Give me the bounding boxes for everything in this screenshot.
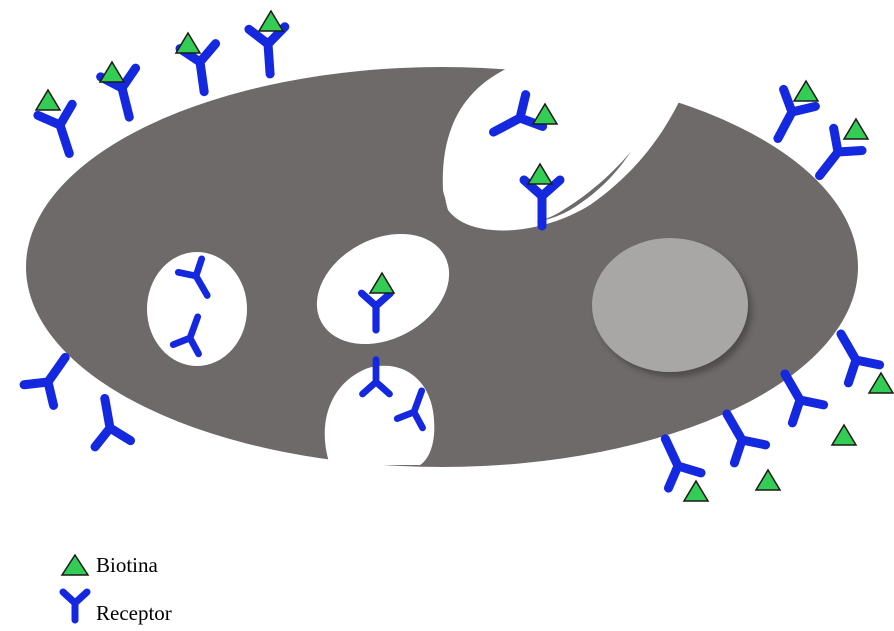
biotin-triangle-icon — [176, 33, 200, 53]
receptor-y-icon — [38, 104, 86, 159]
biotin-triangle-icon — [684, 481, 708, 501]
receptor-y-icon — [58, 587, 92, 625]
receptor-y-icon — [649, 431, 701, 488]
legend-biotin-label: Biotina — [96, 555, 158, 576]
receptor-y-icon — [249, 27, 288, 75]
receptor-y-icon — [87, 395, 130, 447]
biotin-triangle-icon — [844, 119, 868, 139]
nucleus — [592, 238, 748, 372]
biotin-triangle-icon — [259, 11, 283, 31]
biotin-triangle-icon — [36, 90, 60, 110]
biotin-triangle-icon — [832, 425, 856, 445]
biotin-triangle-icon — [58, 552, 92, 578]
cell-diagram — [0, 0, 894, 520]
biotin-triangle-icon — [794, 81, 818, 101]
legend-receptor: Receptor — [58, 587, 172, 625]
biotin-triangle-icon — [756, 470, 780, 490]
legend-biotin: Biotina — [58, 552, 158, 578]
biotin-triangle-icon — [100, 62, 124, 82]
biotin-triangle-icon — [869, 373, 893, 393]
legend-receptor-label: Receptor — [96, 603, 172, 624]
